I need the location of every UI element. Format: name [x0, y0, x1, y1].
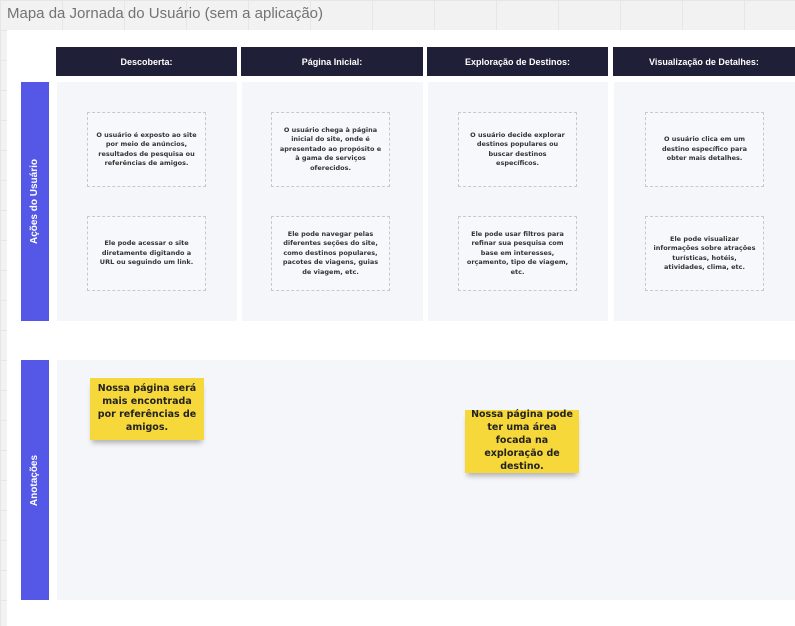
column-header-visualizacao[interactable]: Visualização de Detalhes: — [613, 47, 795, 76]
column-header-pagina-inicial[interactable]: Página Inicial: — [241, 47, 423, 76]
card-pagina-inicial-2[interactable]: Ele pode navegar pelas diferentes seções… — [271, 216, 390, 291]
row-label-anotacoes-text: Anotações — [29, 454, 41, 506]
row-label-acoes[interactable]: Ações do Usuário — [21, 82, 49, 321]
card-exploracao-2[interactable]: Ele pode usar filtros para refinar sua p… — [458, 216, 577, 291]
card-descoberta-1[interactable]: O usuário é exposto ao site por meio de … — [87, 112, 206, 187]
column-header-descoberta[interactable]: Descoberta: — [56, 47, 237, 76]
card-visualizacao-2[interactable]: Ele pode visualizar informações sobre at… — [645, 216, 764, 291]
column-header-exploracao[interactable]: Exploração de Destinos: — [427, 47, 608, 76]
board-title: Mapa da Jornada do Usuário (sem a aplica… — [7, 5, 324, 22]
row-label-anotacoes[interactable]: Anotações — [21, 360, 49, 600]
card-visualizacao-1[interactable]: O usuário clica em um destino específico… — [645, 112, 764, 187]
sticky-note-1[interactable]: Nossa página será mais encontrada por re… — [90, 378, 204, 440]
card-descoberta-2[interactable]: Ele pode acessar o site diretamente digi… — [87, 216, 206, 291]
sticky-note-2[interactable]: Nossa página pode ter uma área focada na… — [465, 409, 579, 473]
row-label-acoes-text: Ações do Usuário — [29, 158, 41, 245]
card-pagina-inicial-1[interactable]: O usuário chega à página inicial do site… — [271, 112, 390, 187]
card-exploracao-1[interactable]: O usuário decide explorar destinos popul… — [458, 112, 577, 187]
